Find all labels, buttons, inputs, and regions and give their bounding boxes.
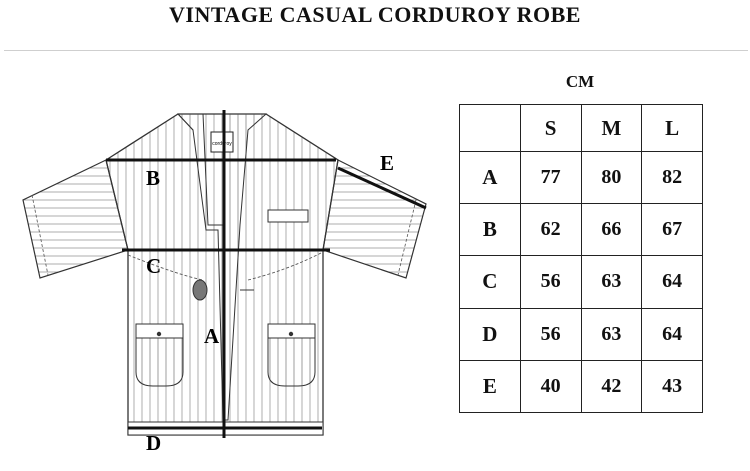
right-sleeve <box>322 159 427 279</box>
label-c: C <box>146 254 161 278</box>
header-size-s: S <box>519 104 582 152</box>
cell-value: 42 <box>580 359 643 414</box>
cell-value: 67 <box>641 203 703 257</box>
toggle-button <box>192 279 208 301</box>
brand-tag <box>210 131 234 153</box>
row-measure: B <box>459 203 521 257</box>
divider <box>4 50 748 51</box>
brand-tag-text: corduroy <box>212 141 232 147</box>
size-chart-header-row: S M L <box>459 104 703 152</box>
row-measure: C <box>459 255 521 309</box>
right-pocket <box>267 327 316 387</box>
header-size-m: M <box>580 104 643 152</box>
header-corner <box>459 104 521 152</box>
measure-line-e <box>337 166 427 210</box>
cell-value: 77 <box>519 150 582 205</box>
cell-value: 63 <box>580 307 643 361</box>
table-row: A 77 80 82 <box>459 150 703 205</box>
left-pocket <box>135 327 184 387</box>
cell-value: 66 <box>580 203 643 257</box>
row-measure: D <box>459 307 521 361</box>
label-b: B <box>146 166 160 190</box>
size-chart-table: S M L A 77 80 82 B 62 66 67 C 56 63 64 D… <box>459 104 703 414</box>
table-row: C 56 63 64 <box>459 255 703 309</box>
label-e: E <box>380 151 394 175</box>
cell-value: 80 <box>580 150 643 205</box>
header-size-l: L <box>641 104 703 152</box>
row-measure: E <box>459 359 521 414</box>
page-title: VINTAGE CASUAL CORDUROY ROBE <box>169 2 581 27</box>
cell-value: 64 <box>641 255 703 309</box>
cell-value: 56 <box>519 255 582 309</box>
unit-label: CM <box>565 72 595 91</box>
table-row: E 40 42 43 <box>459 359 703 414</box>
cell-value: 43 <box>641 359 703 414</box>
table-row: B 62 66 67 <box>459 203 703 257</box>
label-d: D <box>146 431 161 455</box>
cell-value: 64 <box>641 307 703 361</box>
cell-value: 40 <box>519 359 582 414</box>
label-a: A <box>204 324 220 348</box>
cell-value: 63 <box>580 255 643 309</box>
cell-value: 56 <box>519 307 582 361</box>
row-measure: A <box>459 150 521 205</box>
table-row: D 56 63 64 <box>459 307 703 361</box>
chest-pocket <box>267 209 309 223</box>
cell-value: 82 <box>641 150 703 205</box>
cell-value: 62 <box>519 203 582 257</box>
collar <box>176 113 268 421</box>
robe-diagram: corduroy A B C D E <box>22 110 427 455</box>
